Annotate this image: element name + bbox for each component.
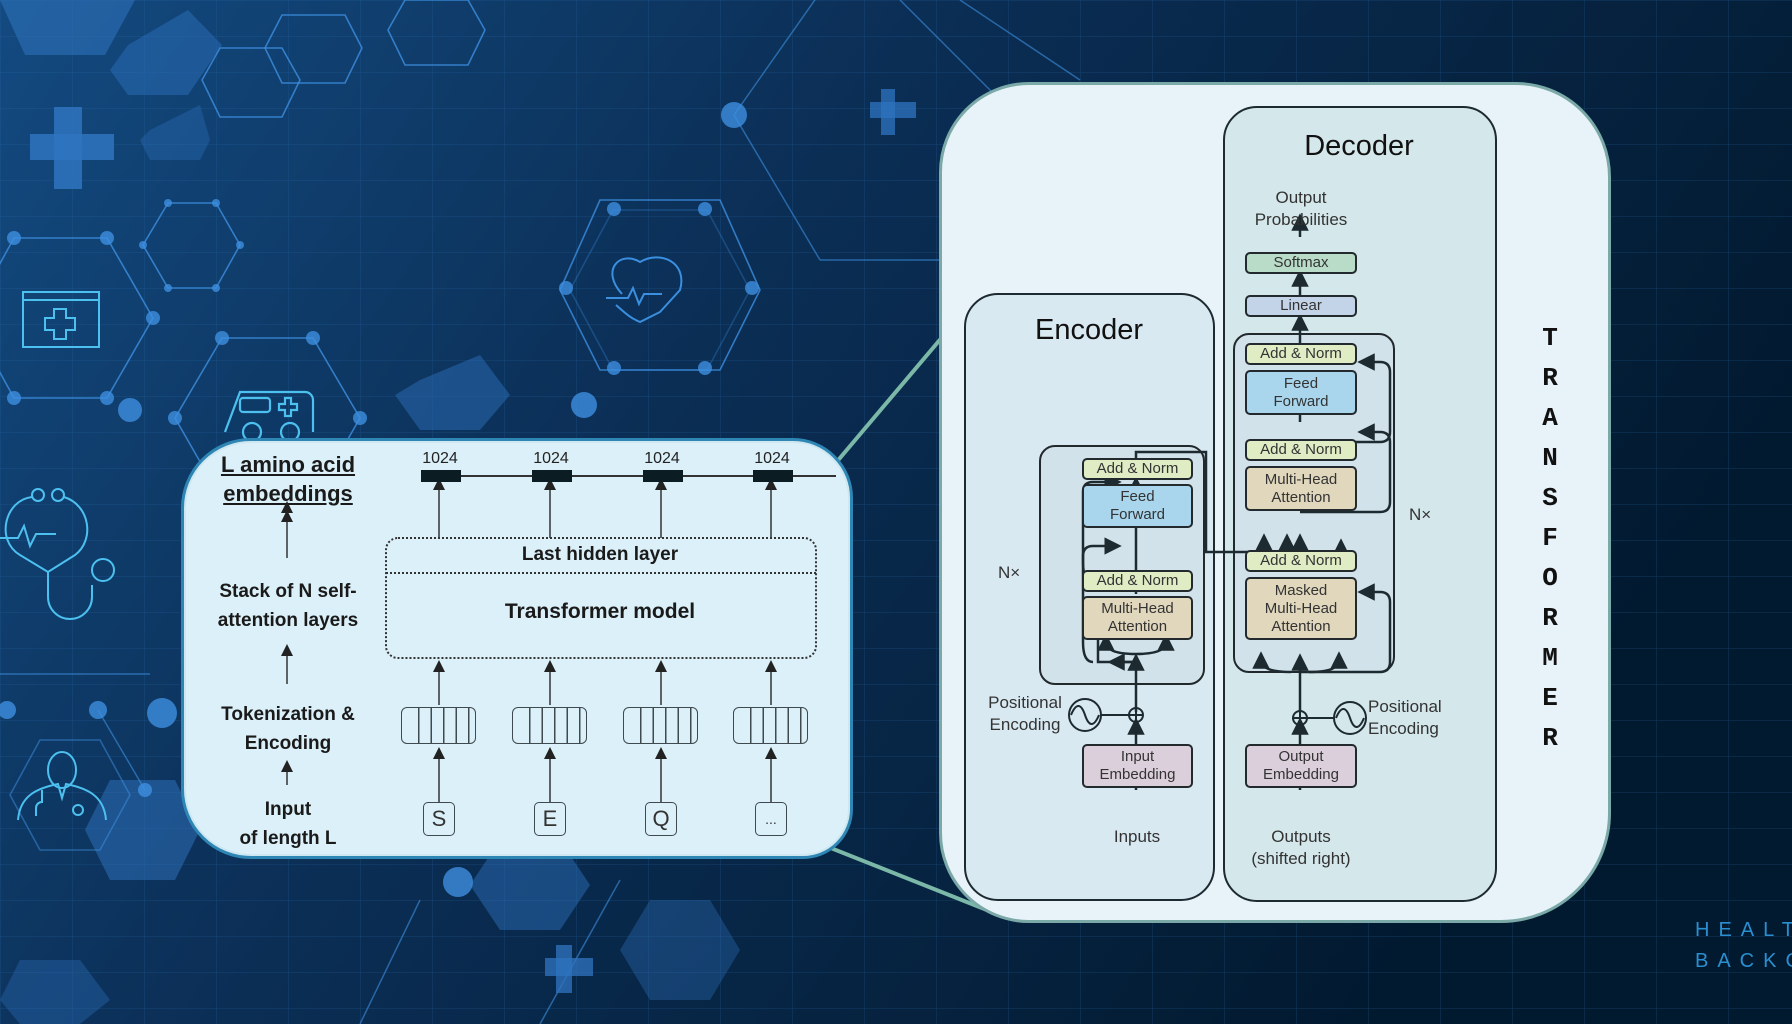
encoder-repeat-label: N×: [998, 563, 1021, 582]
embeddings-title: L amino acid embeddings: [213, 450, 363, 508]
masked-attention-line1: Masked: [1274, 581, 1328, 599]
last-hidden-layer-label: Last hidden layer: [521, 544, 679, 565]
encoder-feed-forward: Feed Forward: [1082, 484, 1193, 528]
encoder-positional-line1: Positional: [988, 693, 1062, 712]
decoder-add-norm-2: Add & Norm: [1245, 439, 1357, 461]
outputs-shifted-label: Outputs (shifted right): [1241, 826, 1361, 870]
input-embedding-line2: Embedding: [1099, 766, 1176, 783]
corner-watermark: HEALT BACKG: [1695, 915, 1792, 977]
title-letter: O: [1542, 563, 1558, 593]
token-box: S: [423, 802, 455, 836]
dimension-label: 1024: [644, 450, 680, 467]
token-encoding-vector: [733, 707, 808, 744]
embedding-vector-bar: [753, 470, 793, 482]
stack-label: Stack of N self- attention layers: [196, 577, 380, 635]
title-letter: R: [1542, 603, 1558, 633]
title-letter: M: [1542, 643, 1558, 673]
stethoscope-heart-icon: [0, 488, 115, 620]
output-probabilities-label: Output Probabilities: [1251, 187, 1351, 231]
inputs-label: Inputs: [1113, 827, 1161, 846]
encoder-add-norm-top: Add & Norm: [1082, 458, 1193, 480]
token-box: E: [534, 802, 566, 836]
decoder-feed-forward-line1: Feed: [1283, 374, 1319, 392]
decoder-positional-line2: Encoding: [1368, 719, 1439, 738]
dimension-label: 1024: [754, 450, 790, 467]
left-panel-arrows: [281, 475, 836, 802]
tokenization-label-line2: Encoding: [244, 733, 332, 754]
transformer-vertical-title: T R A N S F O R M E R: [1535, 318, 1565, 758]
encoder-attention-line2: Attention: [1107, 618, 1168, 635]
tokenization-label-line1: Tokenization &: [221, 704, 355, 725]
title-letter: T: [1542, 323, 1558, 353]
decoder-attention-line2: Attention: [1271, 488, 1331, 506]
calendar-medical-icon: [22, 291, 100, 348]
dimension-label: 1024: [533, 450, 569, 467]
masked-attention-line2: Multi-Head: [1264, 599, 1338, 617]
encoder-multi-head-attention: Multi-Head Attention: [1082, 596, 1193, 640]
dimension-label: 1024: [422, 450, 458, 467]
output-embedding: Output Embedding: [1245, 744, 1357, 788]
token-encoding-vector: [623, 707, 698, 744]
title-letter: A: [1542, 403, 1558, 433]
medical-cross-icon: [30, 107, 114, 189]
stack-label-line2: attention layers: [217, 610, 359, 631]
title-letter: F: [1542, 523, 1558, 553]
output-embedding-line1: Output: [1278, 748, 1324, 765]
title-letter: S: [1542, 483, 1558, 513]
title-letter: R: [1542, 723, 1558, 753]
encoder-add-norm-bottom: Add & Norm: [1082, 570, 1193, 592]
output-embedding-line2: Embedding: [1263, 766, 1339, 783]
outputs-label-line2: (shifted right): [1251, 849, 1351, 868]
token-encoding-vector: [512, 707, 587, 744]
corner-watermark-line1: HEALT: [1695, 919, 1792, 941]
title-letter: R: [1542, 363, 1558, 393]
decoder-add-norm-3: Add & Norm: [1245, 550, 1357, 572]
tokenization-label: Tokenization & Encoding: [196, 700, 380, 758]
decoder-multi-head-attention: Multi-Head Attention: [1245, 466, 1357, 511]
transformer-model-label: Transformer model: [504, 600, 696, 623]
input-length-label: Input of length L: [196, 795, 380, 853]
embeddings-title-line1: L amino acid: [220, 452, 356, 477]
token-box: Q: [645, 802, 677, 836]
decoder-add-norm-1: Add & Norm: [1245, 343, 1357, 365]
corner-watermark-line2: BACKG: [1695, 950, 1792, 972]
masked-attention-line3: Attention: [1271, 617, 1331, 635]
embedding-vector-bar: [421, 470, 461, 482]
encoder-feed-forward-line1: Feed: [1120, 488, 1155, 505]
linear-block: Linear: [1245, 295, 1357, 317]
title-letter: N: [1542, 443, 1558, 473]
encoder-positional-line2: Encoding: [989, 715, 1061, 734]
output-probabilities-line2: Probabilities: [1254, 210, 1348, 229]
token-encoding-vector: [401, 707, 476, 744]
input-length-label-line1: Input: [264, 799, 312, 820]
decoder-positional-line1: Positional: [1368, 697, 1442, 716]
decoder-feed-forward: Feed Forward: [1245, 370, 1357, 415]
encoder-positional-encoding-label: Positional Encoding: [985, 692, 1065, 736]
output-probabilities-line1: Output: [1275, 188, 1327, 207]
decoder-repeat-label: N×: [1409, 505, 1432, 524]
input-embedding-line1: Input: [1120, 748, 1155, 765]
decoder-title: Decoder: [1304, 130, 1414, 162]
input-length-label-line2: of length L: [239, 828, 337, 849]
encoder-attention-line1: Multi-Head: [1101, 600, 1174, 617]
protein-embedding-panel: [181, 438, 853, 859]
stack-label-line1: Stack of N self-: [219, 581, 357, 602]
decoder-masked-multi-head-attention: Masked Multi-Head Attention: [1245, 577, 1357, 640]
decoder-feed-forward-line2: Forward: [1273, 392, 1329, 410]
outputs-label-line1: Outputs: [1271, 827, 1331, 846]
embedding-vector-bar: [532, 470, 572, 482]
decoder-positional-encoding-label: Positional Encoding: [1368, 696, 1458, 740]
doctor-icon: [17, 751, 107, 821]
input-embedding: Input Embedding: [1082, 744, 1193, 788]
encoder-title: Encoder: [1034, 314, 1144, 346]
decoder-attention-line1: Multi-Head: [1264, 470, 1338, 488]
softmax-block: Softmax: [1245, 252, 1357, 274]
encoder-feed-forward-line2: Forward: [1109, 506, 1165, 523]
heart-pulse-icon: [606, 256, 683, 324]
token-box: ...: [755, 802, 787, 836]
embedding-vector-bar: [643, 470, 683, 482]
title-letter: E: [1542, 683, 1558, 713]
